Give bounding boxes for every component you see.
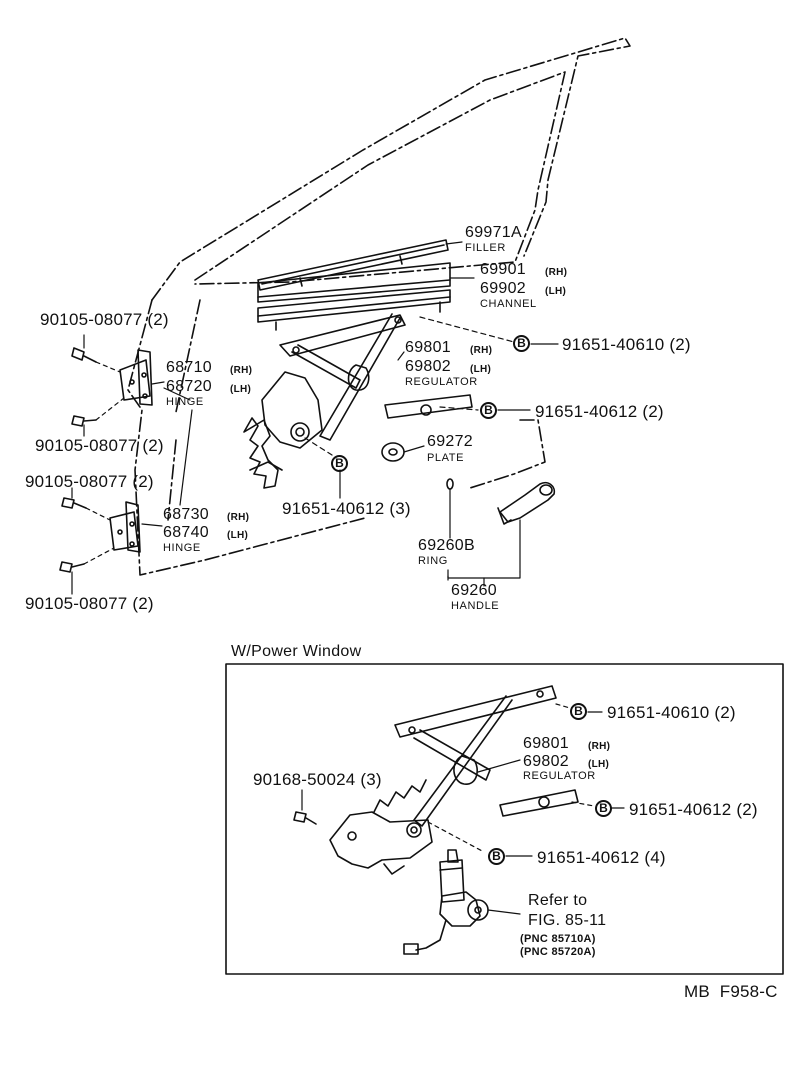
refer-pnc-2: (PNC 85720A) <box>520 946 596 958</box>
bolt-marker-b: B <box>595 800 612 817</box>
filler-caption: FILLER <box>465 242 506 254</box>
lower-hinge-caption: HINGE <box>163 542 201 554</box>
channel-strip <box>257 262 451 331</box>
lower-hinge-rh-side: (RH) <box>227 512 250 523</box>
motor-bolt <box>293 811 317 825</box>
door-outline <box>127 37 631 576</box>
regulator-rh-part-number: 69801 <box>405 339 451 356</box>
filler-part-number: 69971A <box>465 224 522 241</box>
refer-pnc-1: (PNC 85710A) <box>520 933 596 945</box>
power-regulator-lh-part-number: 69802 <box>523 753 569 770</box>
regulator-lh-side: (LH) <box>470 364 492 375</box>
hinge-bolt-part-number: 90105-08077 (2) <box>25 472 154 491</box>
power-window-title: W/Power Window <box>231 643 362 660</box>
bolt-part-number: 91651-40612 (3) <box>282 499 411 518</box>
bolt-marker-b: B <box>488 848 505 865</box>
refer-figure-number: FIG. 85-11 <box>528 912 607 929</box>
plate-part-number: 69272 <box>427 433 473 450</box>
channel-caption: CHANNEL <box>480 298 537 310</box>
channel-lh-part-number: 69902 <box>480 280 526 297</box>
regulator-caption: REGULATOR <box>405 376 478 388</box>
lower-hinge-lh-side: (LH) <box>227 530 249 541</box>
power-window-box <box>225 663 784 975</box>
bolt-marker-b: B <box>513 335 530 352</box>
hinge-bolt-part-number: 90105-08077 (2) <box>40 310 169 329</box>
upper-hinge-rh-part-number: 68710 <box>166 359 212 376</box>
bolt-part-number: 91651-40612 (2) <box>629 800 758 819</box>
motor-bolt-part-number: 90168-50024 (3) <box>253 770 382 789</box>
ring-caption: RING <box>418 555 448 567</box>
bolt-marker-b: B <box>570 703 587 720</box>
plate-caption: PLATE <box>427 452 465 464</box>
bolt-marker-b: B <box>480 402 497 419</box>
lower-hinge-lh-part-number: 68740 <box>163 524 209 541</box>
upper-hinge-rh-side: (RH) <box>230 365 253 376</box>
hinge-bolts <box>59 347 97 573</box>
power-regulator <box>329 685 579 875</box>
upper-hinge <box>119 349 153 406</box>
bolt-part-number: 91651-40612 (4) <box>537 848 666 867</box>
upper-hinge-caption: HINGE <box>166 396 204 408</box>
upper-hinge-lh-side: (LH) <box>230 384 252 395</box>
handle-caption: HANDLE <box>451 600 500 612</box>
handle-part-number: 69260 <box>451 582 497 599</box>
regulator-lh-part-number: 69802 <box>405 358 451 375</box>
channel-rh-part-number: 69901 <box>480 261 526 278</box>
channel-lh-side: (LH) <box>545 286 567 297</box>
bolt-part-number: 91651-40610 (2) <box>607 703 736 722</box>
bolt-marker-b: B <box>331 455 348 472</box>
figure-code: MB F958-C <box>684 982 778 1001</box>
bolt-part-number: 91651-40612 (2) <box>535 402 664 421</box>
ring-part <box>446 478 454 490</box>
power-regulator-rh-side: (RH) <box>588 741 611 752</box>
hinge-bolt-part-number: 90105-08077 (2) <box>35 436 164 455</box>
window-handle <box>497 481 556 525</box>
power-regulator-rh-part-number: 69801 <box>523 735 569 752</box>
bolt-part-number: 91651-40610 (2) <box>562 335 691 354</box>
channel-rh-side: (RH) <box>545 267 568 278</box>
plate-part <box>381 442 405 462</box>
power-regulator-caption: REGULATOR <box>523 770 596 782</box>
upper-hinge-lh-part-number: 68720 <box>166 378 212 395</box>
hinge-bolt-part-number: 90105-08077 (2) <box>25 594 154 613</box>
manual-regulator <box>243 313 473 489</box>
power-window-leaders <box>301 703 625 915</box>
ring-part-number: 69260B <box>418 537 475 554</box>
lower-hinge-rh-part-number: 68730 <box>163 506 209 523</box>
refer-to-text: Refer to <box>528 892 588 909</box>
regulator-rh-side: (RH) <box>470 345 493 356</box>
power-window-motor <box>403 849 489 955</box>
lower-hinge <box>109 501 141 553</box>
power-regulator-lh-side: (LH) <box>588 759 610 770</box>
leader-lines <box>71 241 559 595</box>
